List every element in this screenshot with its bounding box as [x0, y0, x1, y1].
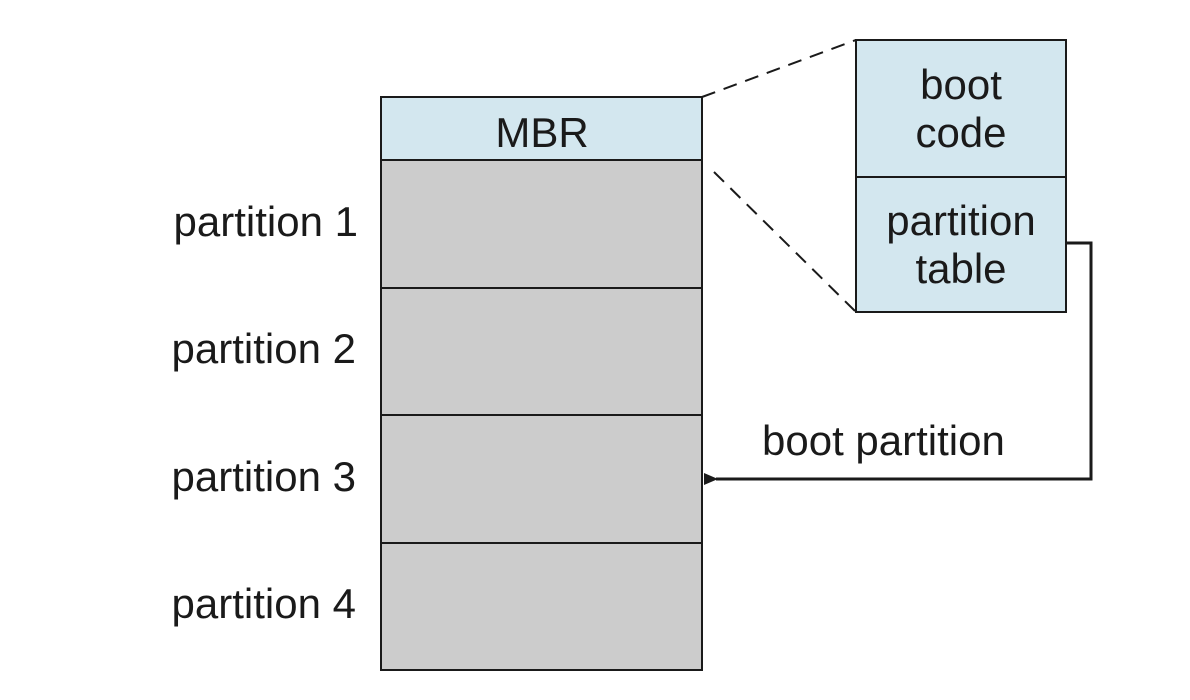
partition-1-block: [380, 159, 703, 289]
partition-4-label: partition 4: [171, 580, 356, 627]
partition-3-block: [380, 414, 703, 544]
mbr-label: MBR: [495, 109, 589, 156]
boot-partition-arrow: [704, 241, 1093, 485]
partition-2-block: [380, 287, 703, 416]
boot-partition-label: boot partition: [762, 417, 1005, 464]
partition-table-label: partition table: [886, 197, 1036, 292]
partition-1-label: partition 1: [173, 198, 358, 245]
partition-table-block: [855, 176, 1067, 313]
partition-2-label: partition 2: [171, 325, 356, 372]
mbr-block: [380, 96, 703, 161]
partition-4-block: [380, 542, 703, 671]
zoom-line-bottom: [713, 171, 857, 313]
partition-3-label: partition 3: [171, 453, 356, 500]
boot-code-block: [855, 39, 1067, 178]
zoom-line-top: [701, 39, 857, 98]
boot-code-label: boot code: [915, 61, 1007, 156]
